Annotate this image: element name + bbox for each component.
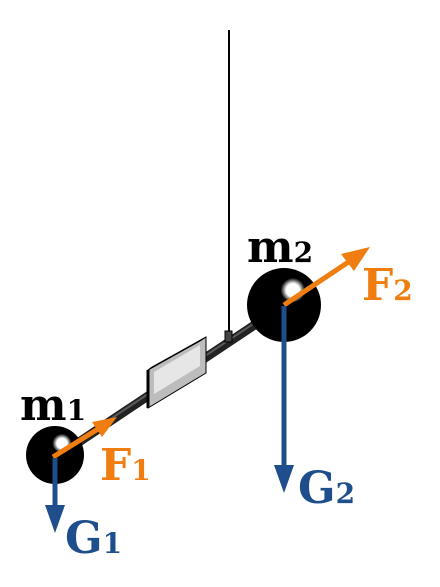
- label-m2: m2: [247, 222, 313, 273]
- label-g2: G2: [298, 463, 355, 514]
- label-m1: m1: [20, 380, 86, 431]
- pivot-clip: [224, 330, 233, 343]
- force-f1-arrow: [51, 417, 117, 460]
- gravity-g2-arrow: [274, 306, 294, 493]
- gravity-g1-arrow: [45, 458, 65, 533]
- pivot-device: [146, 336, 207, 409]
- label-f2: F2: [362, 260, 413, 311]
- label-f1: F1: [100, 440, 151, 491]
- label-g1: G1: [65, 513, 122, 564]
- force-f2-arrow: [282, 247, 370, 308]
